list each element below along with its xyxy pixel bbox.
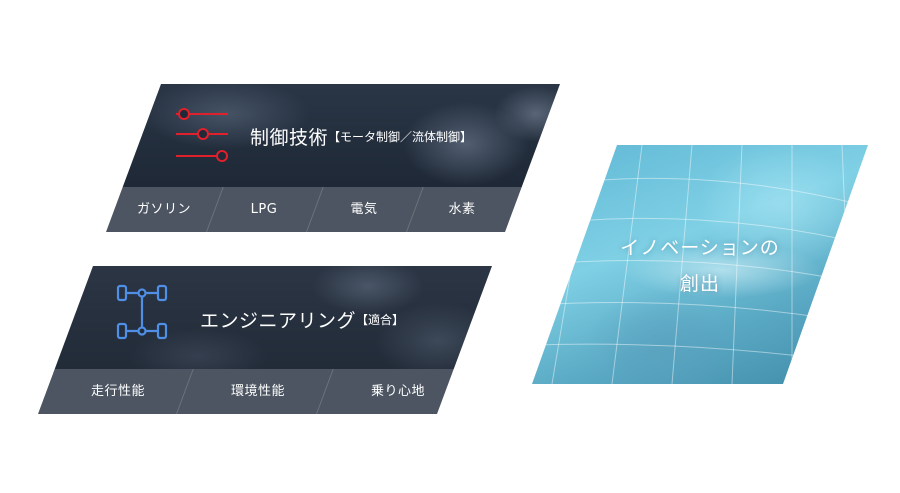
control-heading: 制御技術【モータ制御／流体制御】 [250, 123, 472, 150]
engineering-panel-background [38, 266, 492, 369]
control-title: 制御技術 [250, 127, 329, 149]
category-environmental-performance: 環境性能 [230, 384, 285, 399]
category-hydrogen: 水素 [448, 202, 476, 217]
engineering-subtitle: 【適合】 [356, 313, 405, 327]
innovation-line-2: 創出 [679, 273, 720, 295]
category-ride-comfort: 乗り心地 [370, 384, 425, 399]
category-electric: 電気 [350, 202, 378, 217]
engineering-heading: エンジニアリング【適合】 [200, 306, 404, 333]
engineering-categories-bar [38, 369, 492, 414]
innovation-line-1: イノベーションの [620, 237, 780, 259]
engineering-title: エンジニアリング [200, 310, 357, 332]
innovation-panel: イノベーションの 創出 [532, 145, 868, 384]
engineering-panel: 走行性能 環境性能 乗り心地 [38, 266, 492, 414]
category-driving-performance: 走行性能 [90, 384, 145, 399]
category-gasoline: ガソリン [136, 202, 191, 217]
control-panel-background [106, 84, 560, 187]
category-lpg: LPG [250, 202, 278, 217]
chassis-icon [116, 284, 168, 340]
control-technology-panel: ガソリン LPG 電気 水素 [106, 84, 560, 232]
sliders-icon [176, 108, 228, 162]
control-subtitle: 【モータ制御／流体制御】 [328, 130, 473, 144]
control-categories-bar [106, 187, 560, 232]
